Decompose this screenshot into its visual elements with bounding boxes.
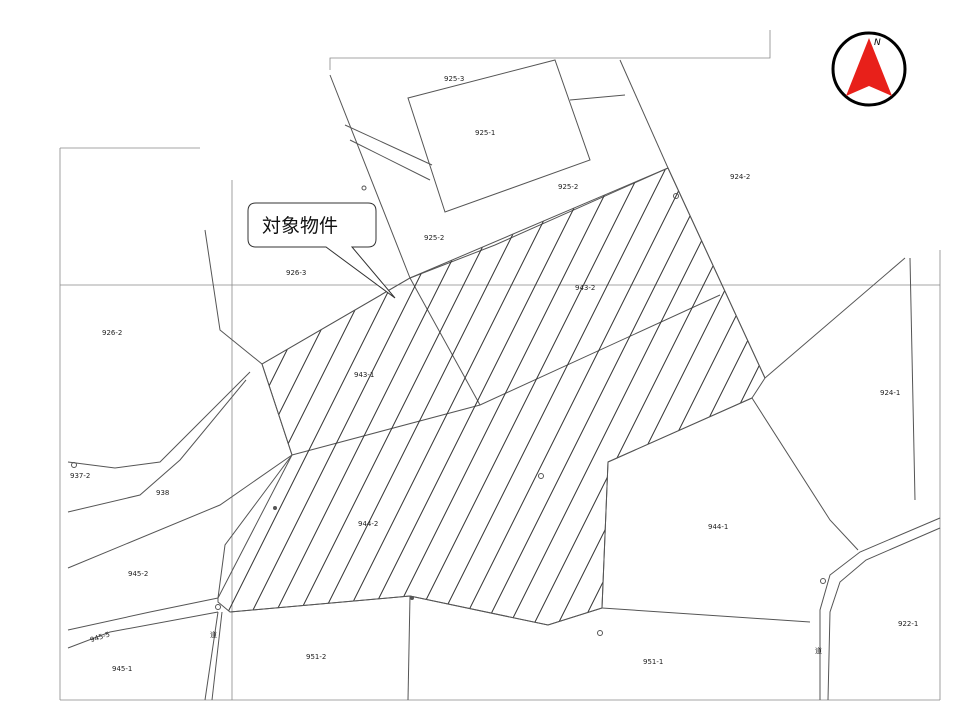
hatch-line	[880, 100, 960, 700]
hatch-line	[856, 100, 960, 700]
hatch-line	[0, 100, 100, 700]
hatch-line	[639, 168, 765, 625]
hatch-line	[0, 100, 124, 700]
hatch-line	[218, 168, 365, 625]
parcel-boundaries	[67, 59, 941, 701]
parcel-label: 924-1	[880, 389, 900, 397]
hatch-line	[218, 168, 245, 625]
hatch-line	[567, 168, 765, 625]
parcel-label: 945-5	[89, 630, 111, 644]
parcel-label: 925-3	[444, 75, 464, 83]
road-label: 道	[815, 646, 822, 655]
parcel-label: 944-1	[708, 523, 728, 531]
hatch-line	[0, 100, 148, 700]
hatch-line	[784, 100, 960, 700]
hatch-line	[218, 168, 413, 625]
hatch-line	[351, 168, 653, 625]
north-compass-icon: N	[831, 31, 907, 107]
hatch-line	[495, 168, 765, 625]
hatch-line	[0, 100, 196, 700]
hatch-line	[218, 168, 341, 625]
hatch-line	[447, 168, 749, 625]
parcel-label: 944-2	[358, 520, 378, 528]
hatch-line	[687, 168, 765, 625]
parcel-label: 925-2	[424, 234, 444, 242]
hatch-line	[904, 100, 960, 700]
hatch-line	[218, 168, 221, 625]
hatch-line	[279, 168, 581, 625]
hatch-line	[759, 168, 765, 625]
parcel-label: 951-1	[643, 658, 663, 666]
hatch-line	[255, 168, 557, 625]
parcel-labels: 925-3 925-1 925-2 925-2 924-2 926-3 943-…	[70, 75, 918, 673]
parcel-label: 926-2	[102, 329, 122, 337]
parcel-label: 951-2	[306, 653, 326, 661]
parcel-label: 922-1	[898, 620, 918, 628]
hatch-line	[231, 168, 533, 625]
hatch-line	[218, 168, 461, 625]
hatch-line	[615, 168, 765, 625]
hatch-line	[423, 168, 725, 625]
hatch-line	[952, 100, 960, 700]
parcel-label: 945-2	[128, 570, 148, 578]
north-label: N	[874, 38, 881, 48]
survey-markers	[71, 185, 826, 636]
parcel-label: 937-2	[70, 472, 90, 480]
parcel-label: 925-1	[475, 129, 495, 137]
callout-label: 対象物件	[262, 215, 338, 237]
subject-callout: 対象物件	[247, 202, 396, 299]
hatch-line	[399, 168, 701, 625]
parcel-label: 925-2	[558, 183, 578, 191]
hatch-line	[543, 168, 765, 625]
parcel-label: 943-1	[354, 371, 374, 379]
subject-property-outline	[217, 167, 766, 626]
hatch-line	[519, 168, 765, 625]
hatch-line	[218, 168, 317, 625]
hatch-line	[663, 168, 765, 625]
hatch-line	[471, 168, 765, 625]
hatch-line	[218, 168, 437, 625]
sheet-edges	[59, 30, 941, 701]
hatch-line	[0, 100, 172, 700]
hatch-line	[832, 100, 960, 700]
parcel-label: 943-2	[575, 284, 595, 292]
road-label: 道	[210, 630, 217, 639]
parcel-label: 924-2	[730, 173, 750, 181]
parcel-label: 945-1	[112, 665, 132, 673]
hatch-line	[218, 168, 389, 625]
hatch-line	[711, 168, 765, 625]
hatch-line	[928, 100, 960, 700]
parcel-label: 926-3	[286, 269, 306, 277]
subject-property-hatch	[0, 100, 960, 700]
hatch-line	[735, 168, 765, 625]
parcel-label: 938	[156, 489, 169, 497]
